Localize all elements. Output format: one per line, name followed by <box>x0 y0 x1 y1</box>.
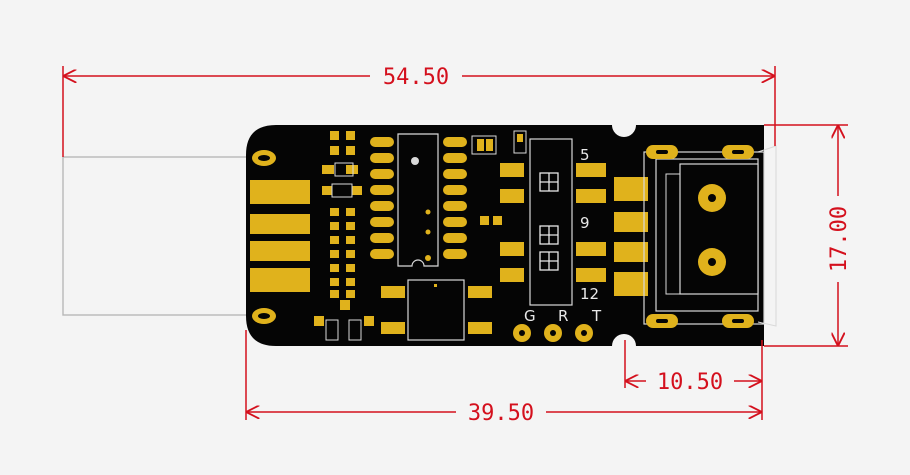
sop-ic <box>370 133 467 267</box>
dimension-terminal-width: 10.50 <box>657 370 723 395</box>
misc-components <box>471 130 527 282</box>
dimension-board-height: 17.00 <box>827 206 852 272</box>
dimension-board-length: 39.50 <box>468 401 534 426</box>
pin-label-12: 12 <box>580 285 599 303</box>
dimension-lines <box>62 66 848 420</box>
usb-plug-outline <box>62 156 249 316</box>
pad-label-g: G <box>524 307 536 325</box>
pad-label-t: T <box>591 307 602 325</box>
pin-label-5: 5 <box>580 146 590 164</box>
pin-header: 5 9 12 <box>529 138 606 306</box>
sot23-component <box>314 300 374 341</box>
pad-label-r: R <box>558 307 568 325</box>
pin-label-9: 9 <box>580 214 590 232</box>
passive-pads <box>322 131 362 298</box>
qfn-chip <box>381 279 492 341</box>
screw-terminal <box>614 145 777 328</box>
dimension-overall-length: 54.50 <box>383 65 449 90</box>
uart-pads: G R T <box>513 307 602 342</box>
